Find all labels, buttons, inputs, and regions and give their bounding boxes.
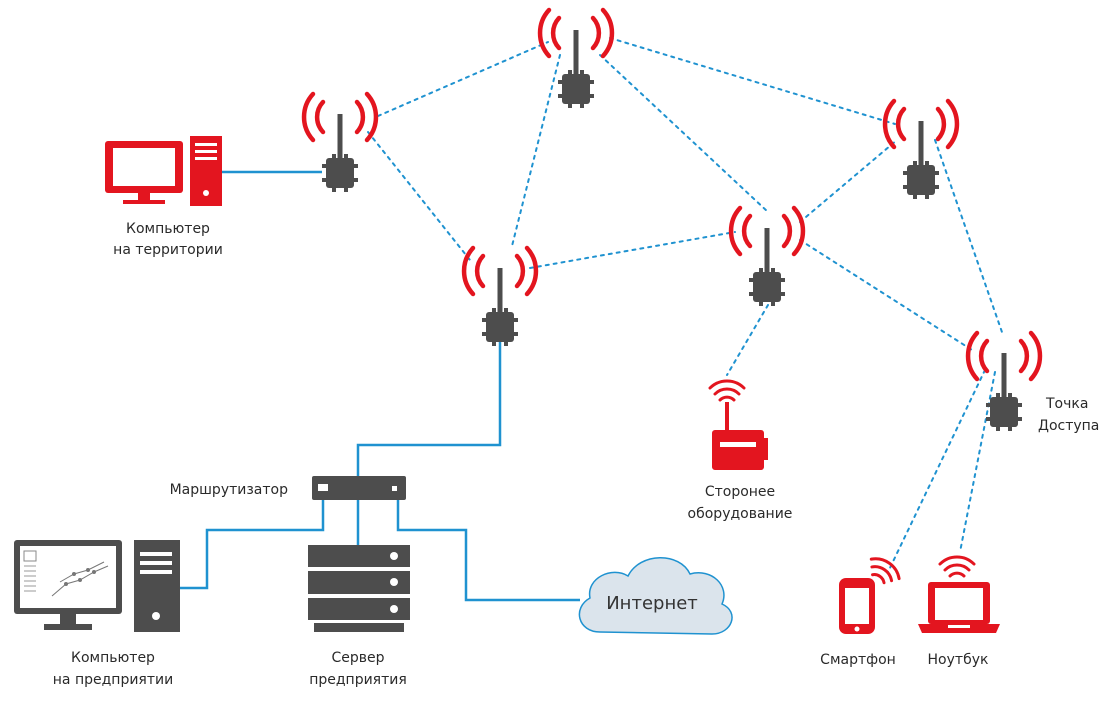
third-party-label: Сторонее (705, 484, 775, 500)
smartphone-label: Смартфон (820, 652, 896, 668)
desktop-computer-icon (105, 136, 222, 206)
cloud-icon (578, 557, 733, 635)
laptop-label: Ноутбук (928, 652, 989, 668)
wireless-links (367, 37, 1004, 573)
wireless-node-icon (885, 101, 957, 199)
wired-links (180, 170, 580, 602)
server-rack-icon (308, 545, 410, 632)
wireless-node-icon (464, 248, 536, 346)
computer-site-label: Компьютер (126, 221, 210, 237)
server-label: Сервер (331, 650, 384, 666)
router-icon (312, 476, 406, 500)
router-label: Маршрутизатор (170, 482, 289, 498)
access-point-label: Доступа (1038, 418, 1099, 434)
wireless-node-icon (968, 333, 1040, 431)
wireless-node-icon (731, 208, 803, 306)
desktop-computer-icon (14, 540, 180, 632)
wireless-node-icon (304, 94, 376, 192)
third-party-label: оборудование (688, 506, 793, 522)
computer-site-label: на территории (113, 242, 223, 258)
computer-enterprise-label: на предприятии (53, 672, 173, 688)
internet-label: Интернет (606, 593, 698, 614)
server-label: предприятия (309, 672, 407, 688)
computer-enterprise-label: Компьютер (71, 650, 155, 666)
laptop-icon (918, 555, 1000, 633)
smartphone-icon (839, 551, 905, 634)
access-point-label: Точка (1045, 396, 1088, 412)
radio-device-icon (708, 379, 768, 470)
